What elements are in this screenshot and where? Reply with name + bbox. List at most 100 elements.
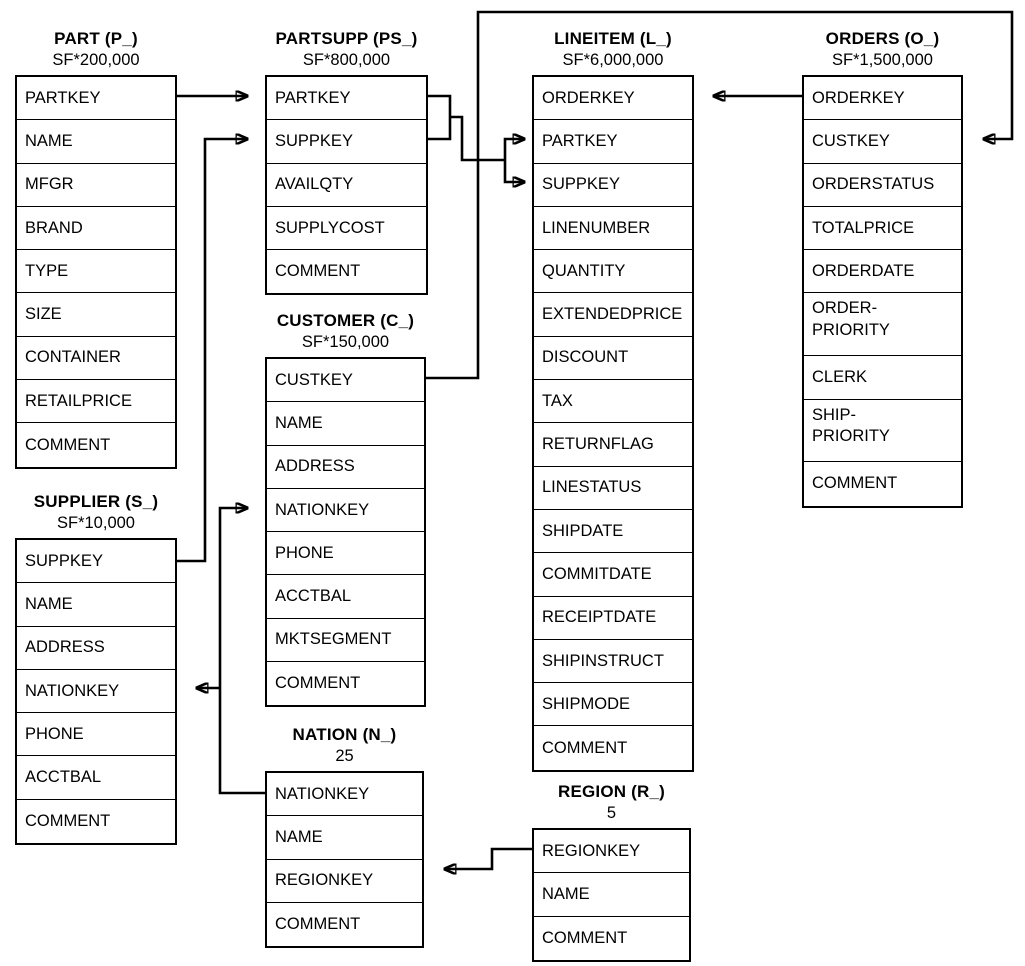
column-row: NATIONKEY bbox=[267, 489, 424, 533]
column-row: REGIONKEY bbox=[267, 860, 422, 903]
column-name: COMMENT bbox=[542, 738, 628, 757]
column-row: CUSTKEY bbox=[267, 359, 424, 403]
column-row: ORDER-PRIORITY bbox=[804, 293, 961, 357]
column-name: SHIPDATE bbox=[542, 521, 624, 540]
column-name: PHONE bbox=[25, 724, 84, 743]
column-row: COMMITDATE bbox=[534, 553, 692, 597]
column-row: SHIP-PRIORITY bbox=[804, 400, 961, 463]
column-row: PARTKEY bbox=[267, 77, 426, 121]
column-name: SUPPLYCOST bbox=[275, 218, 385, 237]
column-row: NATIONKEY bbox=[17, 670, 175, 714]
column-row: REGIONKEY bbox=[534, 830, 689, 874]
column-row: PARTKEY bbox=[534, 120, 692, 164]
column-name: LINENUMBER bbox=[542, 218, 651, 237]
column-row: SUPPKEY bbox=[17, 540, 175, 584]
column-name: EXTENDEDPRICE bbox=[542, 305, 683, 324]
link-partsupp-lineitem-partkey bbox=[503, 139, 525, 160]
column-name: ADDRESS bbox=[275, 457, 355, 476]
column-row: ORDERKEY bbox=[534, 77, 692, 121]
column-name: COMMENT bbox=[275, 262, 361, 281]
column-name: SIZE bbox=[25, 305, 62, 324]
column-name: COMMENT bbox=[25, 435, 111, 454]
entity-supplier-cardinality: SF*10,000 bbox=[57, 514, 135, 532]
column-name: PARTKEY bbox=[275, 88, 351, 107]
column-row: NATIONKEY bbox=[267, 773, 422, 817]
column-row: BRAND bbox=[17, 207, 175, 251]
column-name: RECEIPTDATE bbox=[542, 608, 657, 627]
column-name-line: SHIP- bbox=[812, 405, 857, 424]
link-partsupp-lineitem-suppkey bbox=[503, 160, 525, 182]
column-name: CUSTKEY bbox=[275, 370, 353, 389]
column-name: NAME bbox=[275, 827, 323, 846]
column-name: ACCTBAL bbox=[25, 768, 102, 787]
column-name: REGIONKEY bbox=[542, 841, 641, 860]
column-name: CONTAINER bbox=[25, 348, 121, 367]
column-row: SUPPLYCOST bbox=[267, 207, 426, 251]
column-row: NAME bbox=[267, 816, 422, 860]
column-name: TYPE bbox=[25, 261, 69, 280]
column-row: SUPPKEY bbox=[534, 164, 692, 207]
entity-part-cardinality: SF*200,000 bbox=[52, 51, 140, 69]
column-name: REGIONKEY bbox=[275, 871, 374, 890]
column-name: SUPPKEY bbox=[25, 551, 103, 570]
column-name: PARTKEY bbox=[25, 88, 101, 107]
entity-region-title: REGION (R_) bbox=[557, 782, 666, 801]
column-name: NAME bbox=[542, 884, 590, 903]
column-row: PHONE bbox=[267, 532, 424, 576]
column-row: EXTENDEDPRICE bbox=[534, 293, 692, 337]
column-name: QUANTITY bbox=[542, 261, 626, 280]
column-row: SHIPINSTRUCT bbox=[534, 640, 692, 684]
column-name: BRAND bbox=[25, 218, 83, 237]
column-name: LINESTATUS bbox=[542, 478, 642, 497]
column-row: COMMENT bbox=[534, 726, 692, 769]
column-name: SUPPKEY bbox=[542, 175, 620, 194]
column-row: SHIPMODE bbox=[534, 683, 692, 727]
link-nation-customer bbox=[218, 508, 265, 795]
column-name: ACCTBAL bbox=[275, 587, 352, 606]
column-name: MFGR bbox=[25, 175, 74, 194]
column-row: COMMENT bbox=[534, 917, 689, 960]
column-row: QUANTITY bbox=[534, 250, 692, 294]
column-row: DISCOUNT bbox=[534, 337, 692, 381]
column-name: SHIPMODE bbox=[542, 694, 631, 713]
column-row: NAME bbox=[17, 583, 175, 627]
column-row: COMMENT bbox=[804, 462, 961, 505]
link-partsupp-merge bbox=[428, 94, 452, 141]
column-row: SUPPKEY bbox=[267, 120, 426, 164]
column-name-line: PRIORITY bbox=[812, 320, 890, 339]
column-name: NATIONKEY bbox=[25, 681, 120, 700]
column-row: TYPE bbox=[17, 250, 175, 294]
link-partsupp-stem bbox=[450, 115, 505, 162]
column-row: COMMENT bbox=[267, 903, 422, 946]
column-row: RECEIPTDATE bbox=[534, 597, 692, 640]
entity-lineitem-box: ORDERKEY PARTKEY SUPPKEY LINENUMBER QUANTITY… bbox=[532, 75, 694, 772]
column-name: PHONE bbox=[275, 543, 334, 562]
column-name: NATIONKEY bbox=[275, 784, 370, 803]
entity-nation-cardinality: 25 bbox=[335, 747, 354, 765]
column-name: NAME bbox=[25, 594, 73, 613]
column-row: CONTAINER bbox=[17, 337, 175, 381]
column-row: COMMENT bbox=[17, 423, 175, 466]
column-name: ORDERKEY bbox=[542, 88, 635, 107]
column-name: PARTKEY bbox=[542, 131, 618, 150]
column-name: NATIONKEY bbox=[275, 500, 370, 519]
column-name: CLERK bbox=[812, 367, 868, 386]
column-name: COMMENT bbox=[275, 915, 361, 934]
column-name: SUPPKEY bbox=[275, 131, 353, 150]
column-row: MFGR bbox=[17, 164, 175, 207]
column-row: LINESTATUS bbox=[534, 467, 692, 510]
column-row: ORDERDATE bbox=[804, 250, 961, 294]
column-row: ADDRESS bbox=[267, 446, 424, 489]
entity-supplier-title: SUPPLIER (S_) bbox=[33, 492, 159, 511]
column-name: ORDERSTATUS bbox=[812, 175, 935, 194]
column-name: COMMENT bbox=[542, 928, 628, 947]
entity-lineitem-title: LINEITEM (L_) bbox=[554, 29, 672, 48]
column-row: ACCTBAL bbox=[267, 575, 424, 619]
column-row: TOTALPRICE bbox=[804, 207, 961, 251]
column-name: CUSTKEY bbox=[812, 131, 890, 150]
column-row: PHONE bbox=[17, 713, 175, 757]
